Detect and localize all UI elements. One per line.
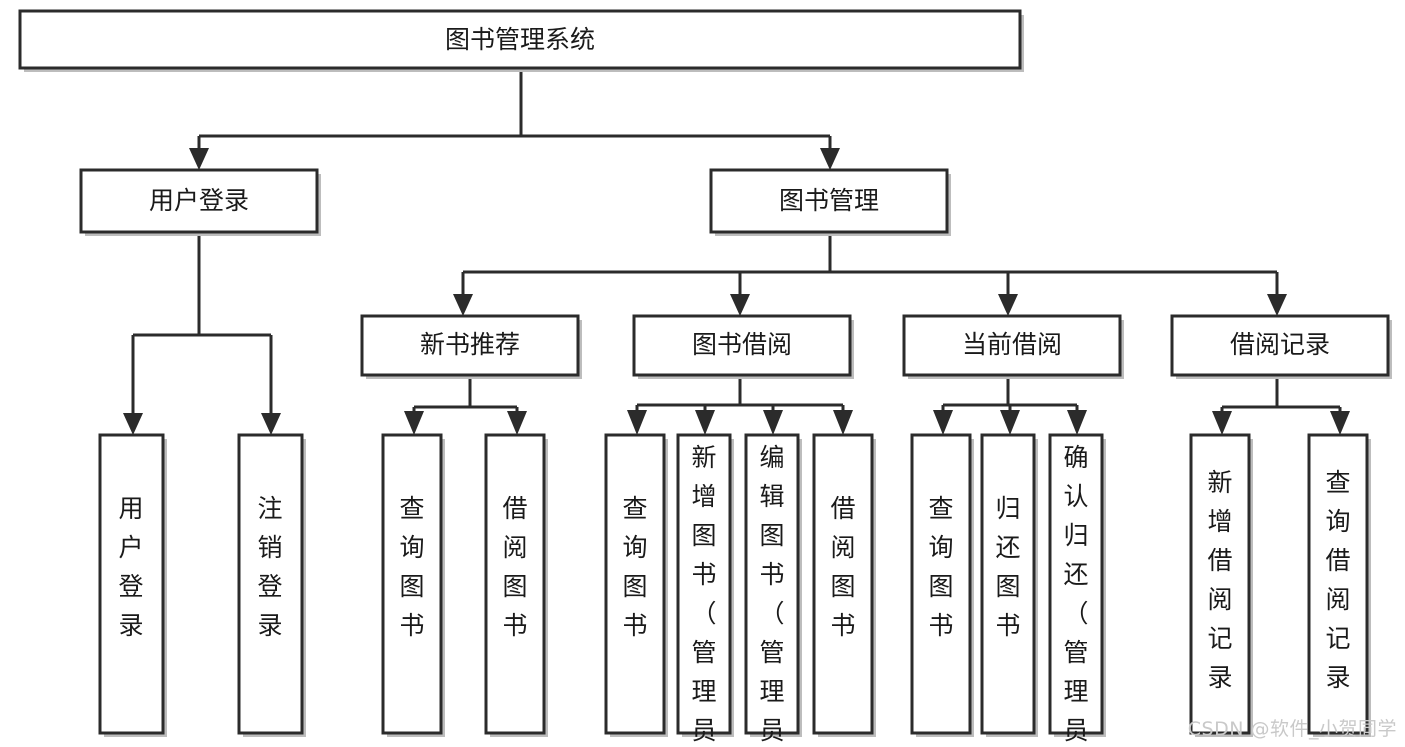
node-leaf-query-book-2-label: 查询图书 xyxy=(622,494,647,640)
node-borrow-record-label: 借阅记录 xyxy=(1230,330,1330,359)
node-leaf-borrow-book-2-label: 借阅图书 xyxy=(830,494,855,640)
node-leaf-query-book-3-label: 查询图书 xyxy=(928,494,953,640)
node-leaf-edit-book-box[interactable] xyxy=(744,433,800,735)
node-book-management[interactable]: 图书管理 xyxy=(709,168,951,236)
arrow-head-leaf-add-book xyxy=(695,410,715,435)
node-root-label: 图书管理系统 xyxy=(445,25,595,54)
arrow-head-leaf-add-record xyxy=(1212,411,1232,435)
node-leaf-add-record-label: 新增借阅记录 xyxy=(1207,468,1232,692)
node-borrow-record-box[interactable] xyxy=(1170,314,1390,377)
node-current-borrow-label: 当前借阅 xyxy=(962,330,1062,359)
node-user-login[interactable]: 用户登录 xyxy=(79,168,321,236)
node-leaf-edit-book[interactable]: 编辑图书（管理员） xyxy=(744,433,802,747)
node-leaf-borrow-book-2[interactable]: 借阅图书 xyxy=(812,433,876,737)
node-new-book-recommend[interactable]: 新书推荐 xyxy=(360,314,582,379)
node-leaf-query-book-2-box[interactable] xyxy=(604,433,666,735)
node-book-borrow-box[interactable] xyxy=(632,314,852,377)
node-book-management-label: 图书管理 xyxy=(779,186,879,215)
node-leaf-borrow-book-1-label: 借阅图书 xyxy=(502,494,527,640)
node-leaf-user-login-box[interactable] xyxy=(98,433,165,735)
arrow-head-book-borrow xyxy=(730,294,750,316)
arrow-head-leaf-logout xyxy=(261,413,281,435)
node-leaf-add-book[interactable]: 新增图书（管理员） xyxy=(676,433,734,747)
node-book-management-box[interactable] xyxy=(709,168,949,234)
node-leaf-query-record[interactable]: 查询借阅记录 xyxy=(1307,433,1371,737)
node-leaf-query-book-1-label: 查询图书 xyxy=(399,494,424,640)
node-leaf-return-book[interactable]: 归还图书 xyxy=(980,433,1038,737)
node-leaf-borrow-book-1-box[interactable] xyxy=(484,433,546,735)
arrow-head-new-book-recommend xyxy=(453,294,473,316)
connector-layer xyxy=(123,68,1350,435)
node-user-login-label: 用户登录 xyxy=(149,186,249,215)
node-leaf-logout[interactable]: 注销登录 xyxy=(237,433,306,737)
node-leaf-return-book-box[interactable] xyxy=(980,433,1036,735)
node-leaf-borrow-book-2-box[interactable] xyxy=(812,433,874,735)
arrow-head-user-login xyxy=(189,148,209,170)
node-leaf-user-login-label: 用户登录 xyxy=(118,494,143,640)
node-new-book-recommend-box[interactable] xyxy=(360,314,580,377)
node-borrow-record[interactable]: 借阅记录 xyxy=(1170,314,1392,379)
node-leaf-query-record-box[interactable] xyxy=(1307,433,1369,735)
node-current-borrow[interactable]: 当前借阅 xyxy=(902,314,1124,379)
node-root-box[interactable] xyxy=(18,9,1022,70)
node-leaf-edit-book-label: 编辑图书（管理员） xyxy=(759,443,784,747)
node-leaf-confirm-return-label: 确认归还（管理员） xyxy=(1063,443,1088,747)
node-leaf-query-book-2[interactable]: 查询图书 xyxy=(604,433,668,737)
node-leaf-query-book-1[interactable]: 查询图书 xyxy=(381,433,445,737)
arrow-head-leaf-query-book-1 xyxy=(404,411,424,435)
node-leaf-add-record-box[interactable] xyxy=(1189,433,1251,735)
arrow-head-leaf-query-book-3 xyxy=(933,410,953,435)
node-leaf-borrow-book-1[interactable]: 借阅图书 xyxy=(484,433,548,737)
arrow-head-leaf-edit-book xyxy=(763,410,783,435)
arrow-head-leaf-user-login xyxy=(123,413,143,435)
node-leaf-logout-box[interactable] xyxy=(237,433,304,735)
node-leaf-add-book-box[interactable] xyxy=(676,433,732,735)
arrow-head-leaf-borrow-book-2 xyxy=(833,410,853,435)
node-leaf-user-login[interactable]: 用户登录 xyxy=(98,433,167,737)
node-book-borrow[interactable]: 图书借阅 xyxy=(632,314,854,379)
node-leaf-query-book-3[interactable]: 查询图书 xyxy=(910,433,974,737)
arrow-head-leaf-borrow-book-1 xyxy=(507,411,527,435)
arrow-head-leaf-query-book-2 xyxy=(627,410,647,435)
node-leaf-add-book-label: 新增图书（管理员） xyxy=(691,443,716,747)
arrow-head-leaf-confirm-return xyxy=(1067,410,1087,435)
arrow-head-leaf-query-record xyxy=(1330,411,1350,435)
arrow-head-current-borrow xyxy=(998,294,1018,316)
node-leaf-confirm-return[interactable]: 确认归还（管理员） xyxy=(1048,433,1106,747)
arrow-head-book-management xyxy=(820,148,840,170)
node-leaf-query-book-1-box[interactable] xyxy=(381,433,443,735)
node-leaf-logout-label: 注销登录 xyxy=(257,494,282,640)
node-user-login-box[interactable] xyxy=(79,168,319,234)
csdn-watermark: CSDN @软件_小贺同学 xyxy=(1187,718,1397,740)
node-leaf-query-record-label: 查询借阅记录 xyxy=(1325,468,1350,692)
node-new-book-recommend-label: 新书推荐 xyxy=(420,330,520,359)
node-leaf-query-book-3-box[interactable] xyxy=(910,433,972,735)
arrow-head-leaf-return-book xyxy=(1000,410,1020,435)
node-root[interactable]: 图书管理系统 xyxy=(18,9,1024,72)
node-book-borrow-label: 图书借阅 xyxy=(692,330,792,359)
node-leaf-add-record[interactable]: 新增借阅记录 xyxy=(1189,433,1253,737)
node-leaf-confirm-return-box[interactable] xyxy=(1048,433,1104,735)
node-current-borrow-box[interactable] xyxy=(902,314,1122,377)
node-leaf-return-book-label: 归还图书 xyxy=(995,494,1020,640)
arrow-head-borrow-record xyxy=(1267,294,1287,316)
